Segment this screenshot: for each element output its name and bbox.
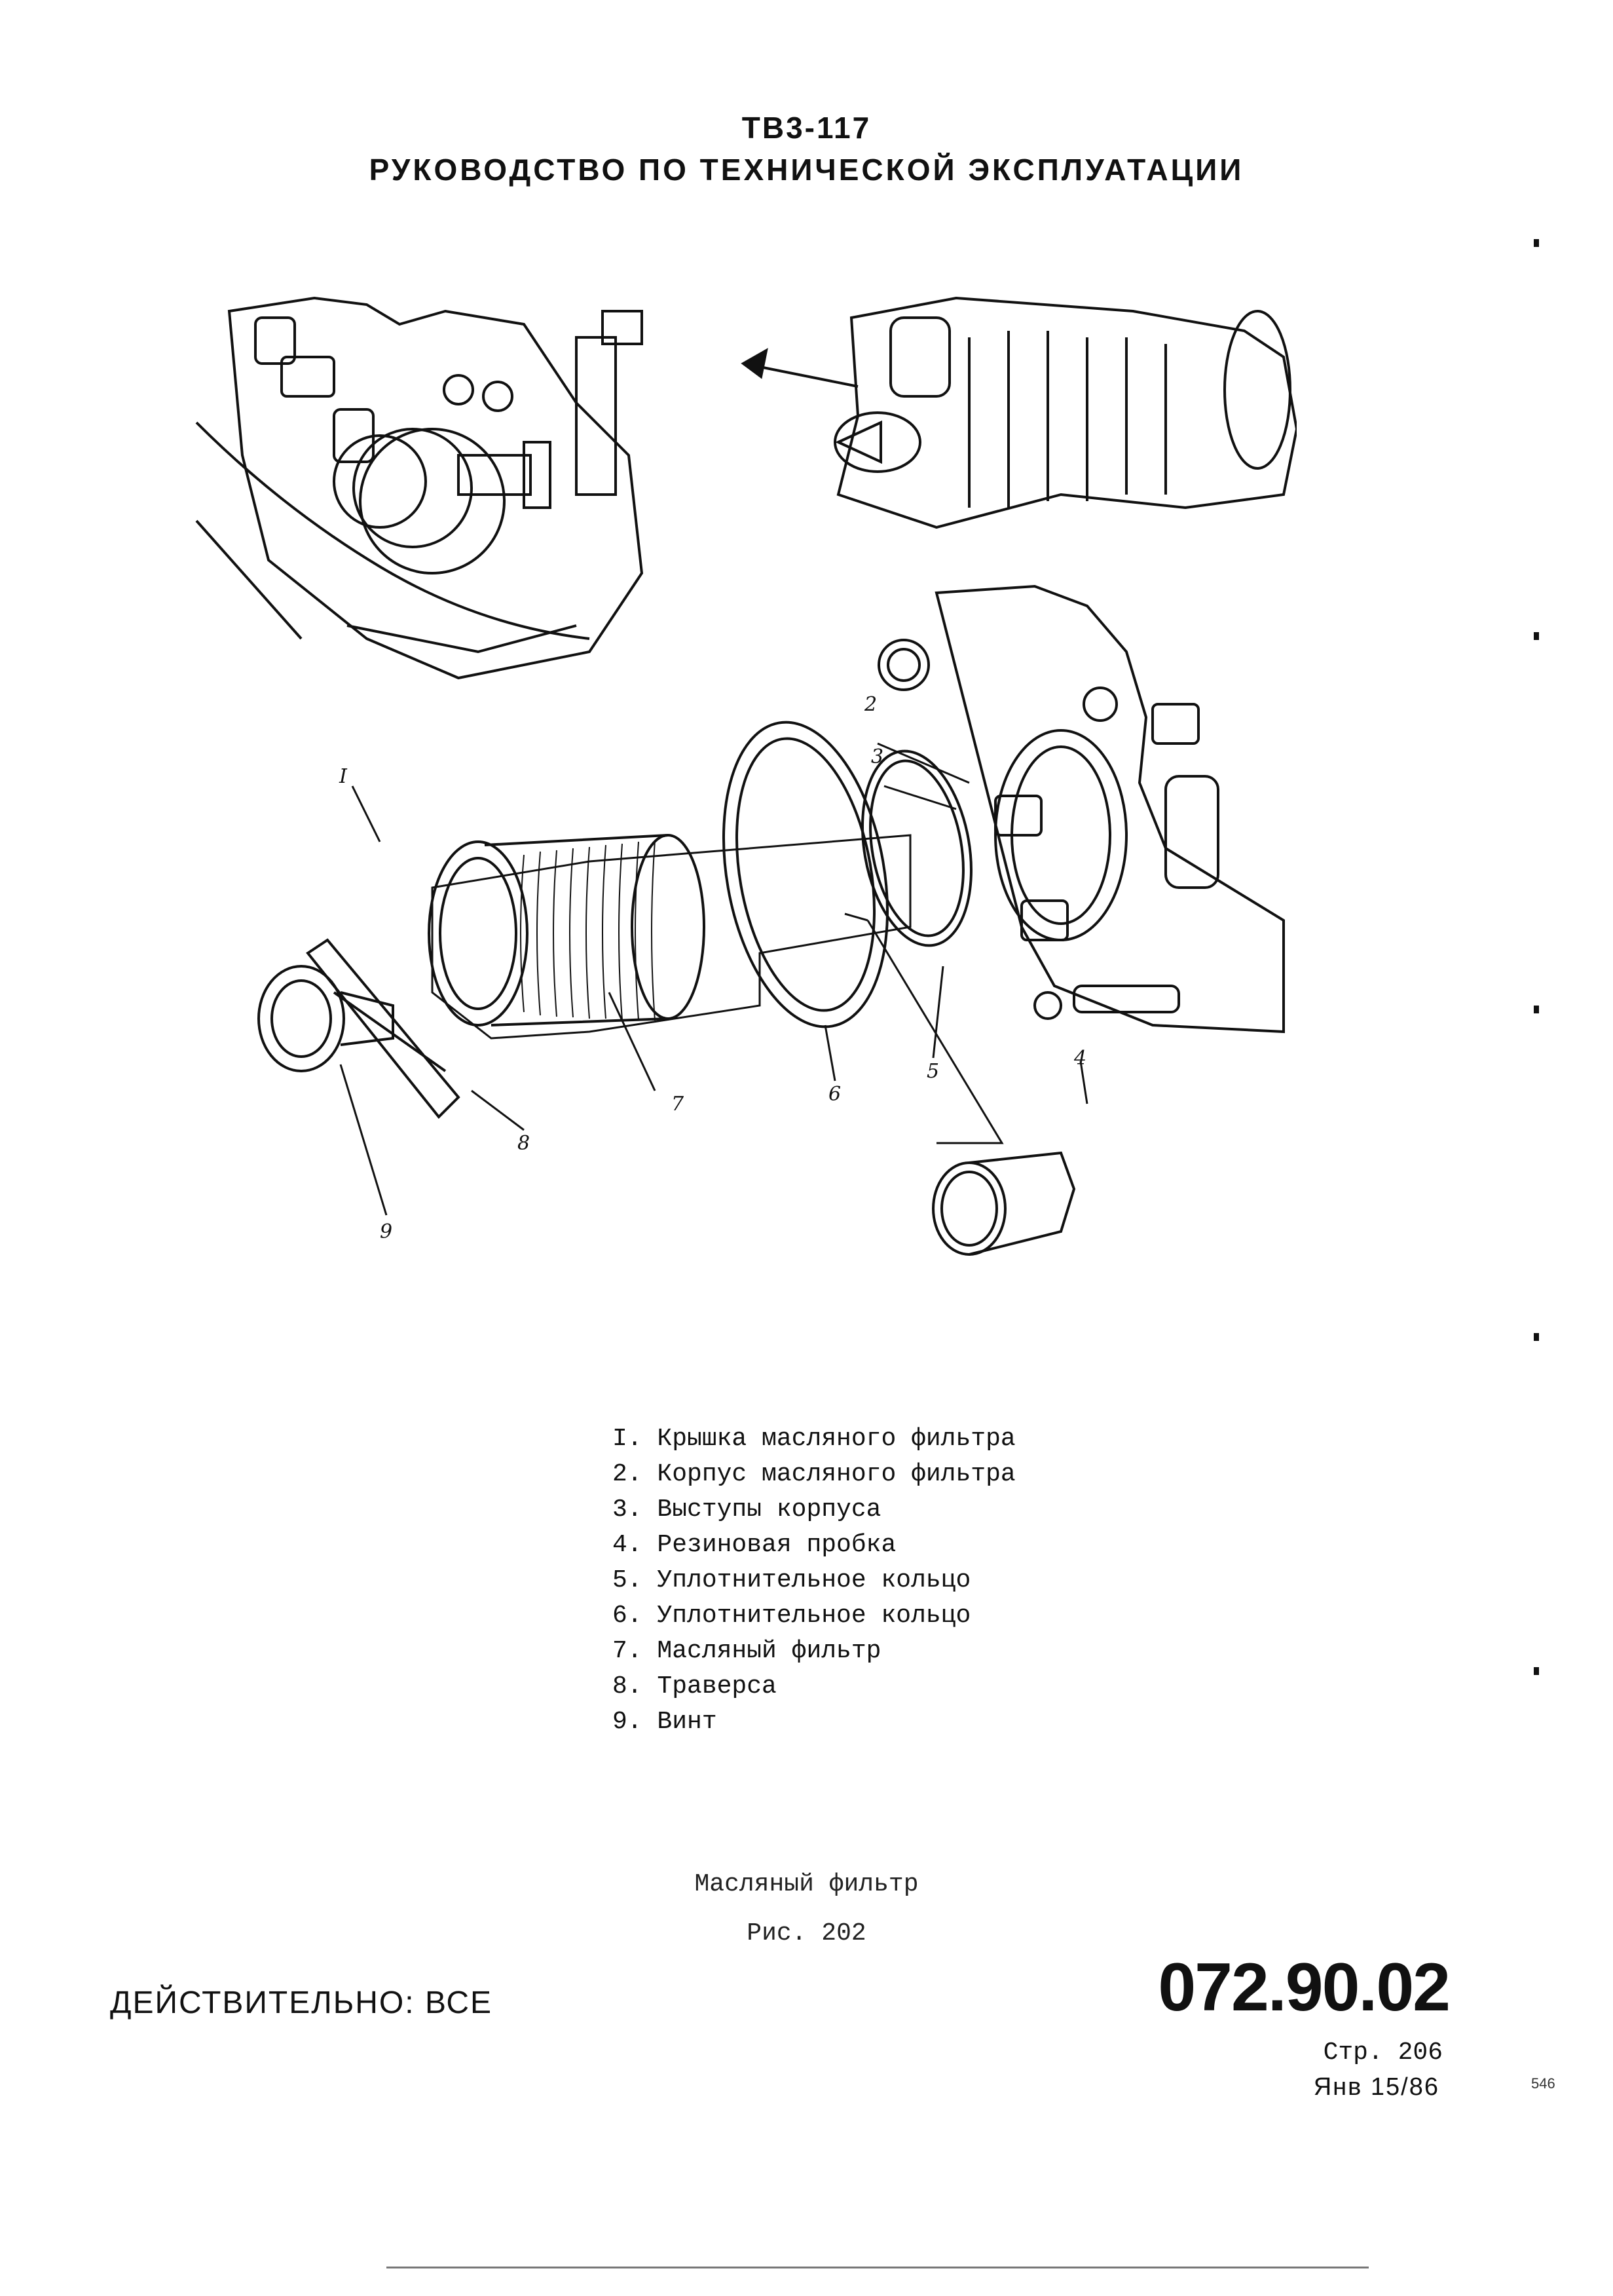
- callout-1: I: [339, 765, 348, 788]
- legend-item: 4. Резиновая пробка: [612, 1531, 897, 1559]
- callout-6: 6: [828, 1083, 841, 1106]
- callout-8: 8: [517, 1132, 530, 1155]
- document-model: ТВ3-117: [741, 111, 872, 145]
- document-number: 072.90.02: [1158, 1949, 1451, 2025]
- legend-item: 3. Выступы корпуса: [612, 1496, 881, 1524]
- figure-number: Рис. 202: [747, 1919, 866, 1948]
- binding-mark: [1534, 1333, 1539, 1341]
- footer-rule: [386, 2267, 1369, 2268]
- engine-detail-view: [195, 296, 644, 680]
- callout-2: 2: [864, 693, 877, 716]
- binding-mark: [1534, 1006, 1539, 1013]
- binding-mark: [1534, 239, 1539, 247]
- document-title: РУКОВОДСТВО ПО ТЕХНИЧЕСКОЙ ЭКСПЛУАТАЦИИ: [369, 153, 1244, 187]
- binding-mark: [1534, 1667, 1539, 1675]
- revision-date: Янв 15/86: [1313, 2073, 1439, 2101]
- legend-item: I. Крышка масляного фильтра: [612, 1425, 1016, 1453]
- oil-filter-illustration: I 2 3 4 5 6 7 8 9: [195, 296, 1297, 1256]
- sealing-ring-6: [722, 721, 889, 1028]
- callout-4: 4: [1073, 1047, 1086, 1070]
- page-number: Стр. 206: [1323, 2039, 1443, 2067]
- legend-item: 9. Винт: [612, 1708, 717, 1736]
- legend-item: 2. Корпус масляного фильтра: [612, 1460, 1016, 1488]
- figure-caption: Масляный фильтр: [694, 1870, 919, 1898]
- rubber-plug: [932, 1151, 1076, 1256]
- legend-item: 7. Масляный фильтр: [612, 1637, 881, 1665]
- validity-note: ДЕЙСТВИТЕЛЬНО: ВСЕ: [110, 1985, 493, 2020]
- traverse: [306, 938, 460, 1119]
- callout-5: 5: [927, 1060, 939, 1083]
- filter-housing: [878, 584, 1285, 1034]
- legend-item: 6. Уплотнительное кольцо: [612, 1602, 971, 1630]
- cover-knob: [257, 965, 345, 1072]
- oil-filter-element: [428, 834, 705, 1026]
- sealing-ring-5: [861, 749, 973, 947]
- margin-stamp: 546: [1531, 2075, 1555, 2092]
- engine-overview: [834, 296, 1297, 529]
- callout-9: 9: [380, 1220, 392, 1243]
- legend-item: 8. Траверса: [612, 1672, 777, 1701]
- binding-mark: [1534, 632, 1539, 640]
- callout-3: 3: [871, 745, 883, 768]
- legend-item: 5. Уплотнительное кольцо: [612, 1566, 971, 1594]
- callout-7: 7: [671, 1093, 684, 1116]
- parts-legend: I. Крышка масляного фильтра 2. Корпус ма…: [612, 1421, 1016, 1740]
